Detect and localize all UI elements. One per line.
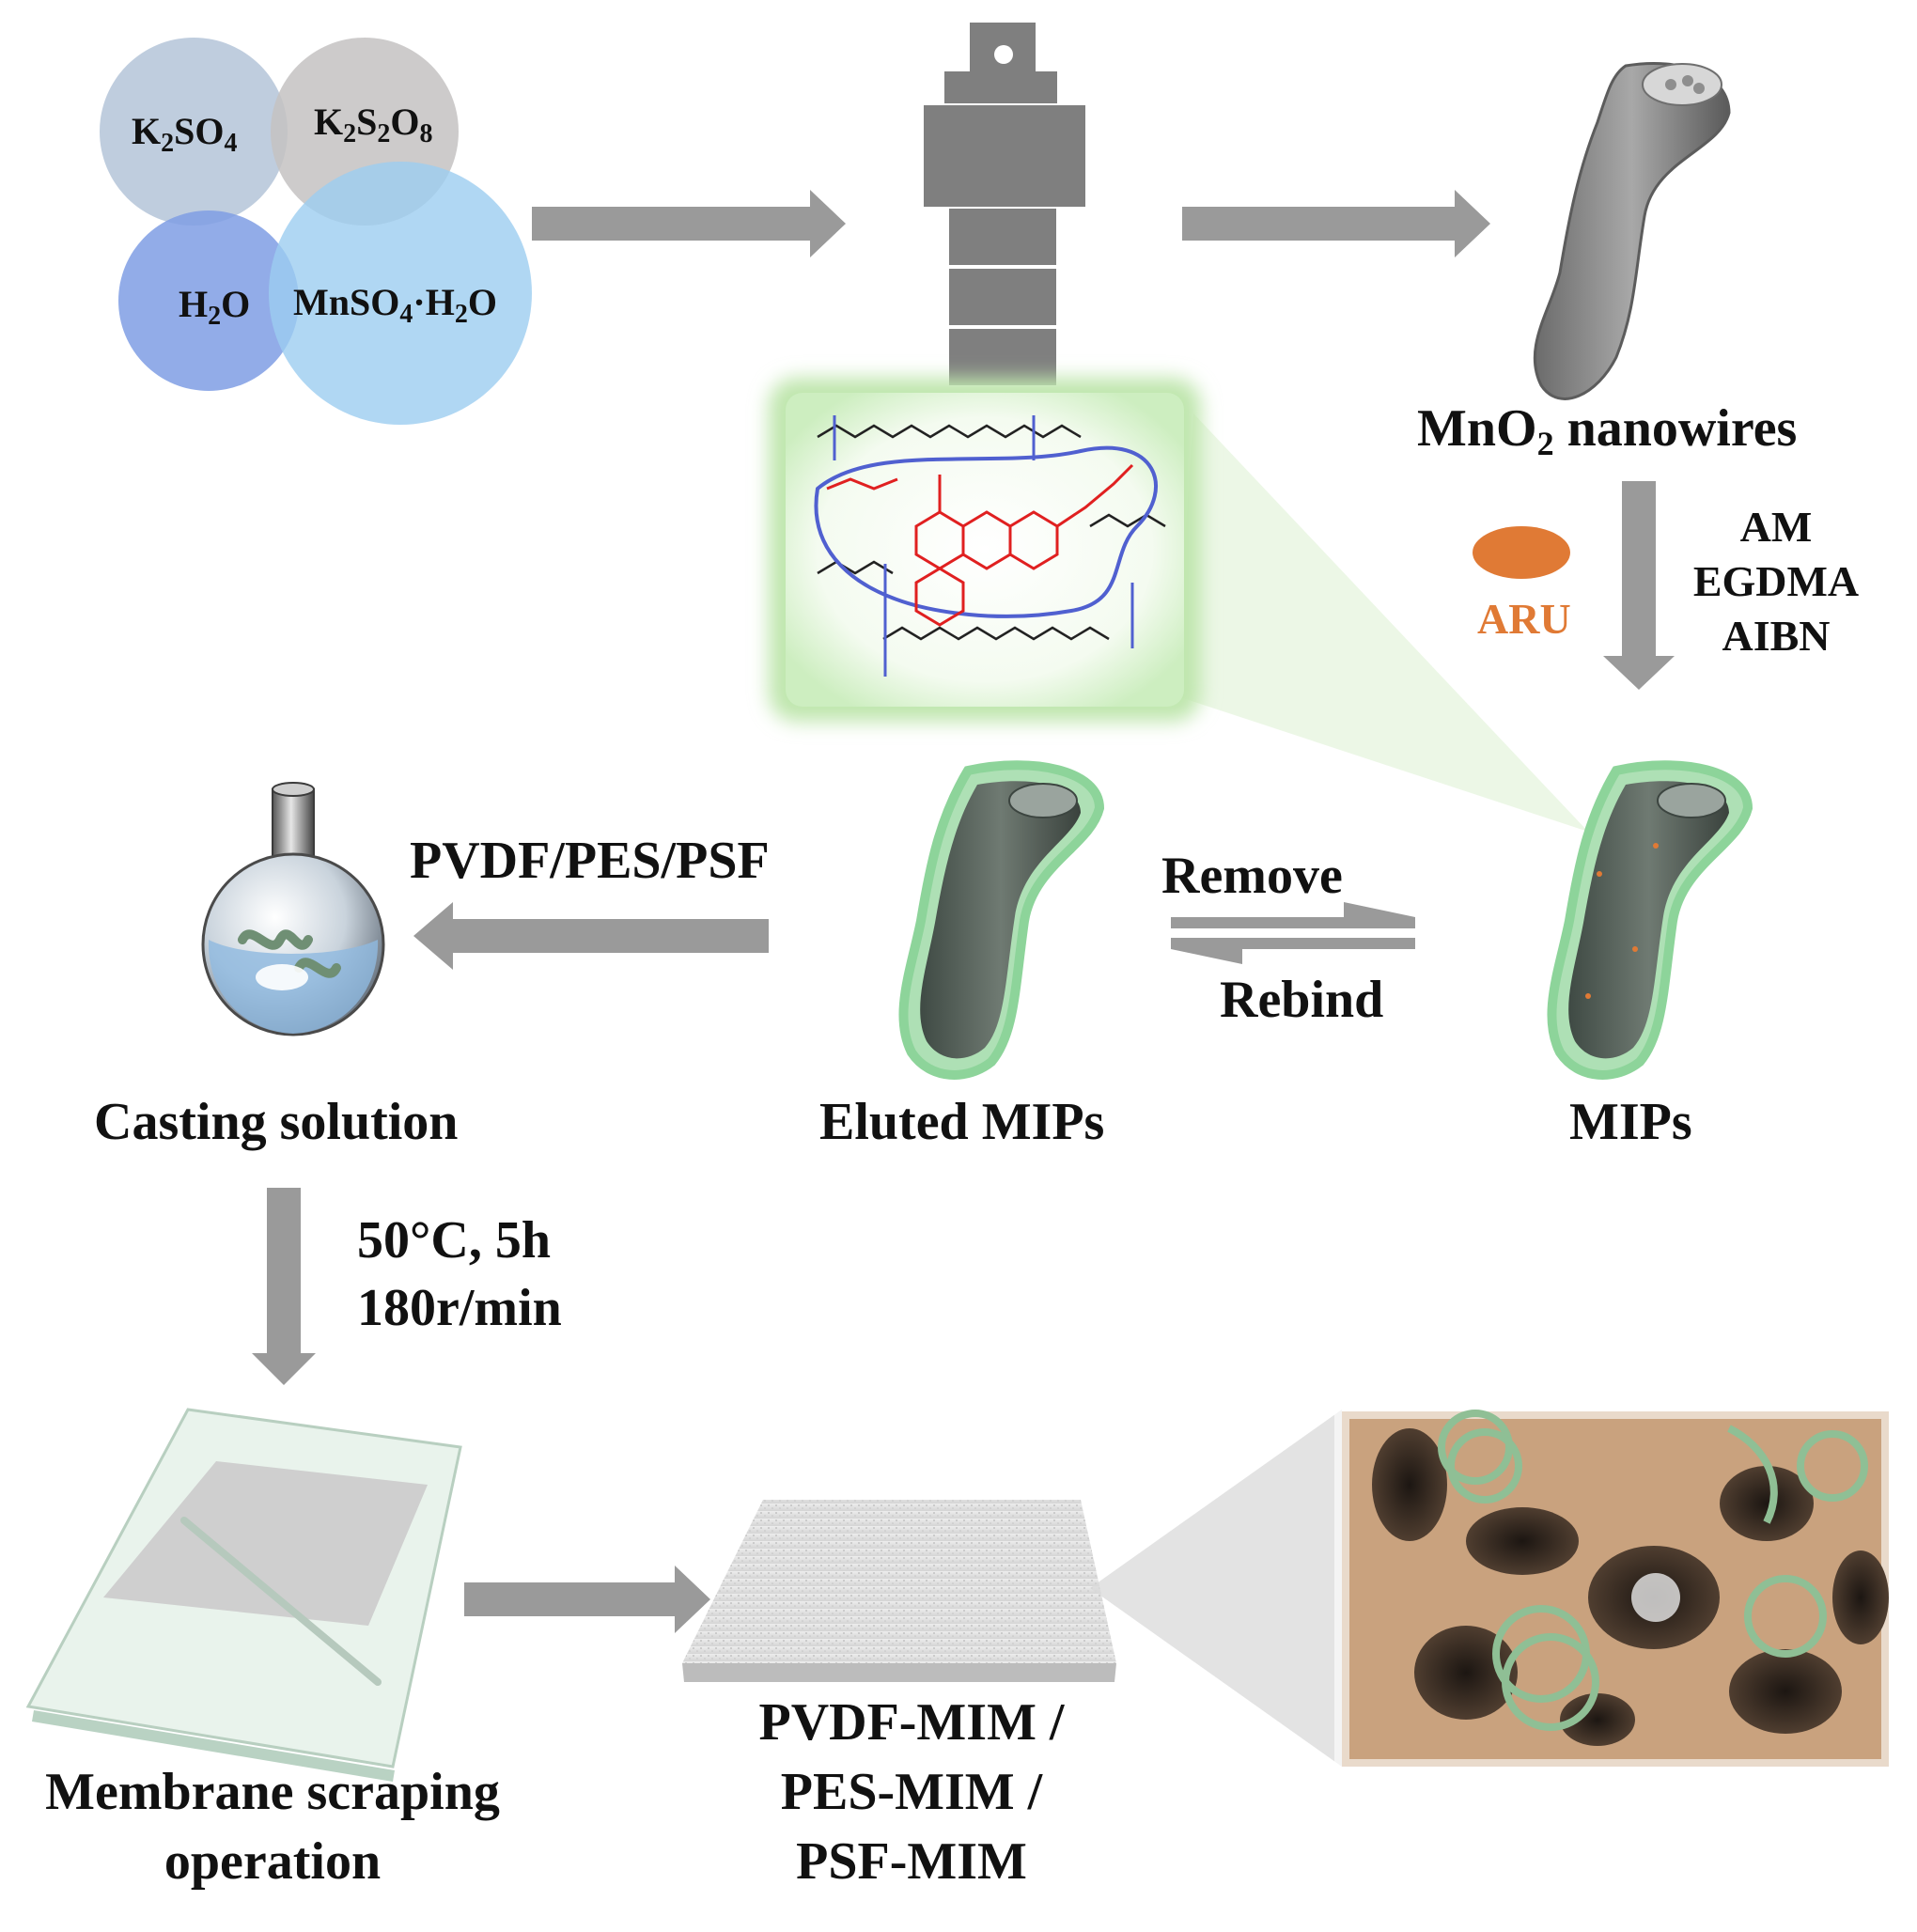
monomer-list: AM EGDMA AIBN: [1673, 500, 1879, 663]
h2o-circle: [118, 210, 299, 391]
porous-structure-image: [1334, 1404, 1896, 1774]
condition-temperature-time: 50°C, 5h: [357, 1211, 551, 1270]
rebind-label: Rebind: [1220, 971, 1384, 1029]
mnso4-circle: [269, 162, 532, 425]
imprinting-zoom-cone: [1175, 413, 1588, 832]
k2so4-label: K2SO4: [132, 110, 238, 158]
reagent-circles: [100, 38, 532, 425]
scraping-plate-icon: [25, 1408, 462, 1782]
membrane-zoom-cone: [1090, 1410, 1342, 1767]
arrow-casting-to-scraping: [252, 1188, 316, 1385]
membrane-types-label: PVDF-MIM / PES-MIM / PSF-MIM: [686, 1688, 1137, 1896]
monomer-egdma: EGDMA: [1692, 557, 1860, 605]
arrow-scraping-to-membrane: [464, 1566, 710, 1633]
mno2-nanowire-icon: [1533, 61, 1731, 400]
scraping-line-1: Membrane scraping: [45, 1763, 500, 1821]
flask-icon: [201, 782, 385, 1036]
casting-solution-label: Casting solution: [94, 1093, 459, 1151]
conditions-label: 50°C, 5h 180r/min: [357, 1207, 562, 1342]
condition-speed: 180r/min: [357, 1279, 562, 1337]
nanowires-label: MnO2 nanowires: [1417, 399, 1798, 462]
membrane-sheet-icon: [682, 1500, 1116, 1682]
aru-label: ARU: [1477, 595, 1571, 643]
h2o-label: H2O: [179, 283, 251, 331]
membrane-pes: PES-MIM /: [780, 1763, 1043, 1821]
membrane-pvdf: PVDF-MIM /: [758, 1693, 1065, 1752]
arrow-autoclave-to-nanowires: [1182, 190, 1490, 257]
polymers-label: PVDF/PES/PSF: [410, 832, 770, 890]
remove-label: Remove: [1161, 847, 1343, 905]
arrow-reagents-to-autoclave: [532, 190, 846, 257]
molecular-structure-panel: [769, 378, 1201, 722]
remove-rebind-arrows: [1171, 902, 1415, 964]
arrow-eluted-to-casting: [413, 902, 769, 970]
scraping-line-2: operation: [164, 1832, 382, 1891]
autoclave-icon: [924, 23, 1085, 385]
mips-nanowire-icon: [1547, 760, 1753, 1080]
monomer-aibn: AIBN: [1722, 612, 1831, 660]
eluted-mips-label: Eluted MIPs: [819, 1093, 1105, 1151]
scraping-label: Membrane scraping operation: [0, 1757, 545, 1896]
arrow-nanowires-to-mips: [1603, 481, 1675, 690]
mnso4-h2o-label: MnSO4·H2O: [293, 281, 497, 329]
mips-label: MIPs: [1569, 1093, 1692, 1151]
aru-template-icon: [1473, 526, 1570, 579]
monomer-am: AM: [1739, 503, 1813, 551]
membrane-psf: PSF-MIM: [796, 1832, 1027, 1891]
eluted-mips-nanowire-icon: [898, 760, 1105, 1080]
k2so4-circle: [100, 38, 288, 226]
k2s2o8-label: K2S2O8: [314, 101, 433, 148]
